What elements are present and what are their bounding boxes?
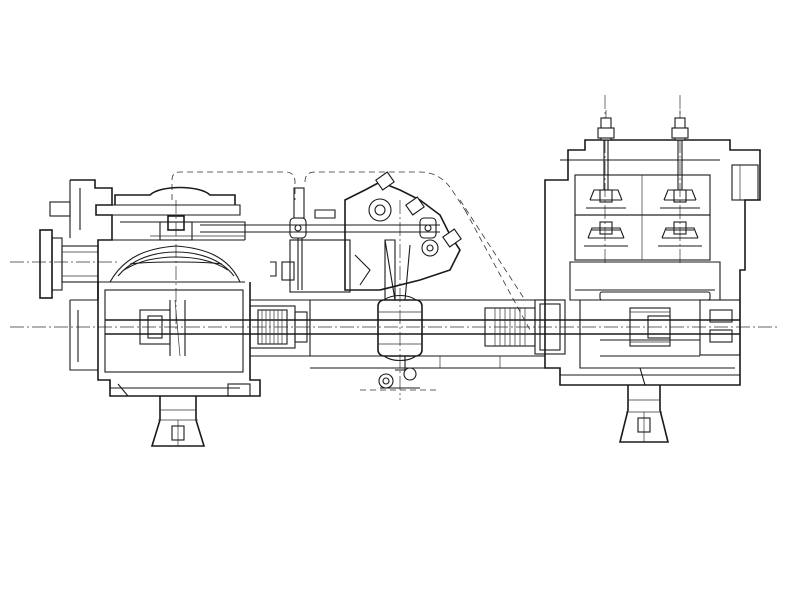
right-cylinder-housing <box>544 139 761 386</box>
dashed-enclosure <box>171 171 531 331</box>
left-flange <box>39 229 99 299</box>
valve-linkage <box>200 187 440 293</box>
right-support-foot <box>618 385 670 443</box>
left-pump-casing <box>69 282 261 397</box>
crosshead-assembly <box>360 239 440 391</box>
valve-chambers <box>574 174 711 261</box>
valve-block <box>344 171 462 301</box>
valve-studs <box>597 110 689 190</box>
left-support-foot <box>150 396 206 447</box>
impeller-assembly <box>98 215 245 283</box>
right-stuffing-box <box>484 299 566 355</box>
bed-frame <box>260 299 545 369</box>
